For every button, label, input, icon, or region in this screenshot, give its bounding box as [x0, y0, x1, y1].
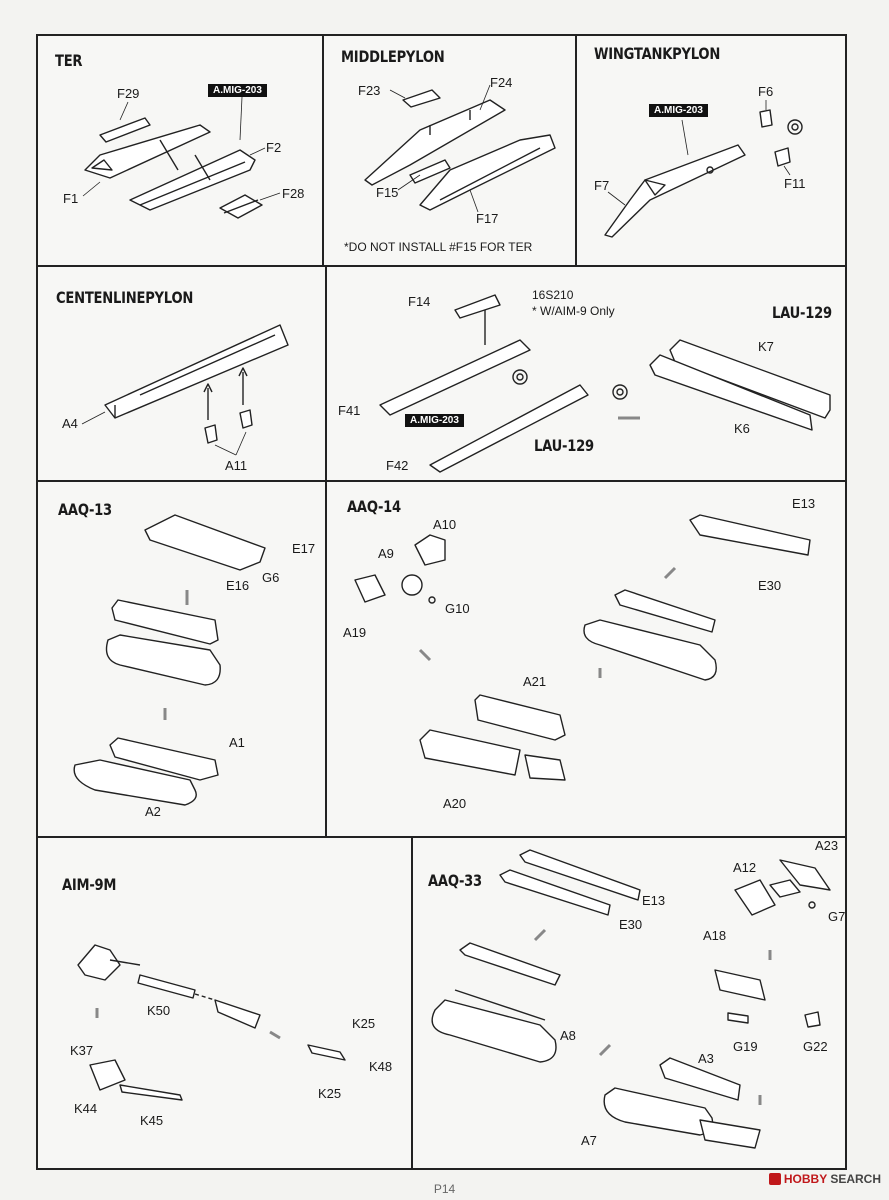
- section-title-aaq14: AAQ-14: [347, 497, 401, 516]
- part-label-a21: A21: [523, 674, 547, 689]
- section-title-ter: TER: [55, 51, 83, 70]
- part-label-a10: A10: [433, 517, 457, 532]
- aaq33-drawing: [431, 849, 831, 1149]
- aim9m-drawing: [77, 944, 346, 1101]
- divider-col-b: [575, 34, 577, 266]
- part-label-e16: E16: [226, 578, 250, 593]
- part-label-f17: F17: [476, 211, 499, 226]
- part-label-f11: F11: [784, 176, 806, 191]
- section-title-aaq13: AAQ-13: [58, 500, 112, 519]
- part-label-a2: A2: [145, 804, 161, 819]
- middle-pylon-drawing: [364, 89, 556, 211]
- part-label-k48: K48: [369, 1059, 393, 1074]
- part-label-a4: A4: [62, 416, 78, 431]
- part-label-f6: F6: [758, 84, 774, 99]
- lau129-drawing: [379, 294, 831, 473]
- divider-col-a: [322, 34, 324, 266]
- lau129-sublabel: LAU-129: [534, 436, 594, 455]
- lau129-note-aim9: * W/AIM-9 Only: [532, 304, 615, 318]
- section-title-aim9m: AIM-9M: [62, 875, 117, 894]
- part-label-f1: F1: [63, 191, 79, 206]
- part-label-a11: A11: [225, 458, 248, 473]
- decal-badge-ter: A.MIG-203: [208, 84, 267, 97]
- section-title-middle-pylon: MIDDLEPYLON: [341, 47, 445, 66]
- section-title-lau129: LAU-129: [772, 303, 832, 322]
- decal-badge-wing-tank: A.MIG-203: [649, 104, 708, 117]
- part-label-k25-bottom: K25: [318, 1086, 342, 1101]
- part-label-a23: A23: [815, 838, 839, 853]
- watermark-logo-icon: [768, 1173, 781, 1185]
- part-label-g7: G7: [828, 909, 846, 924]
- part-label-e17: E17: [292, 541, 316, 556]
- part-label-f7: F7: [594, 178, 610, 193]
- page-number: P14: [433, 1182, 456, 1196]
- part-label-g19: G19: [733, 1039, 758, 1054]
- divider-row1: [36, 265, 847, 267]
- aaq14-drawing: [354, 514, 811, 781]
- part-label-a12: A12: [733, 860, 757, 875]
- lau129-note-code: 16S210: [532, 288, 574, 302]
- part-label-k7: K7: [758, 339, 774, 354]
- part-label-a9: A9: [378, 546, 394, 561]
- section-title-aaq33: AAQ-33: [428, 871, 482, 890]
- part-label-k37: K37: [70, 1043, 94, 1058]
- part-label-a20: A20: [443, 796, 467, 811]
- part-label-k50: K50: [147, 1003, 171, 1018]
- divider-row3: [36, 836, 847, 838]
- part-label-a18: A18: [703, 928, 727, 943]
- part-label-a3: A3: [698, 1051, 714, 1066]
- part-label-f24: F24: [490, 75, 513, 90]
- part-label-f41: F41: [338, 403, 361, 418]
- part-label-e13-aaq14: E13: [792, 496, 816, 511]
- part-label-f15: F15: [376, 185, 399, 200]
- divider-row2: [36, 480, 847, 482]
- part-label-g10: G10: [445, 601, 470, 616]
- watermark: HOBBY SEARCH: [768, 1172, 881, 1186]
- section-title-wing-tank-pylon: WINGTANKPYLON: [594, 44, 721, 63]
- part-label-k6: K6: [734, 421, 750, 436]
- part-label-f14: F14: [408, 294, 431, 309]
- part-label-f2: F2: [266, 140, 282, 155]
- watermark-brand2: SEARCH: [830, 1172, 881, 1186]
- middle-pylon-note: *DO NOT INSTALL #F15 FOR TER: [344, 240, 533, 254]
- part-label-f23: F23: [358, 83, 381, 98]
- divider-col-d: [411, 836, 413, 1170]
- part-label-e13-aaq33: E13: [642, 893, 666, 908]
- decal-badge-lau129: A.MIG-203: [405, 414, 464, 427]
- centerline-pylon-drawing: [104, 324, 289, 444]
- part-label-a8: A8: [560, 1028, 576, 1043]
- part-label-a7: A7: [581, 1133, 597, 1148]
- part-label-g22: G22: [803, 1039, 828, 1054]
- part-label-k45: K45: [140, 1113, 164, 1128]
- instruction-sheet-frame: [36, 34, 847, 1170]
- part-label-a1: A1: [229, 735, 245, 750]
- part-label-f42: F42: [386, 458, 409, 473]
- part-label-g6: G6: [262, 570, 280, 585]
- section-title-centerline-pylon: CENTENLINEPYLON: [56, 288, 194, 307]
- part-label-f28: F28: [282, 186, 305, 201]
- aaq13-drawing: [73, 514, 266, 806]
- part-label-f29: F29: [117, 86, 140, 101]
- ter-drawing: [84, 117, 263, 219]
- part-label-a19: A19: [343, 625, 367, 640]
- part-label-k25-top: K25: [352, 1016, 376, 1031]
- part-label-e30-aaq33: E30: [619, 917, 643, 932]
- watermark-brand: HOBBY: [783, 1172, 827, 1186]
- part-label-k44: K44: [74, 1101, 98, 1116]
- divider-col-c: [325, 265, 327, 837]
- wing-tank-pylon-drawing: [604, 109, 803, 238]
- part-label-e30-aaq14: E30: [758, 578, 782, 593]
